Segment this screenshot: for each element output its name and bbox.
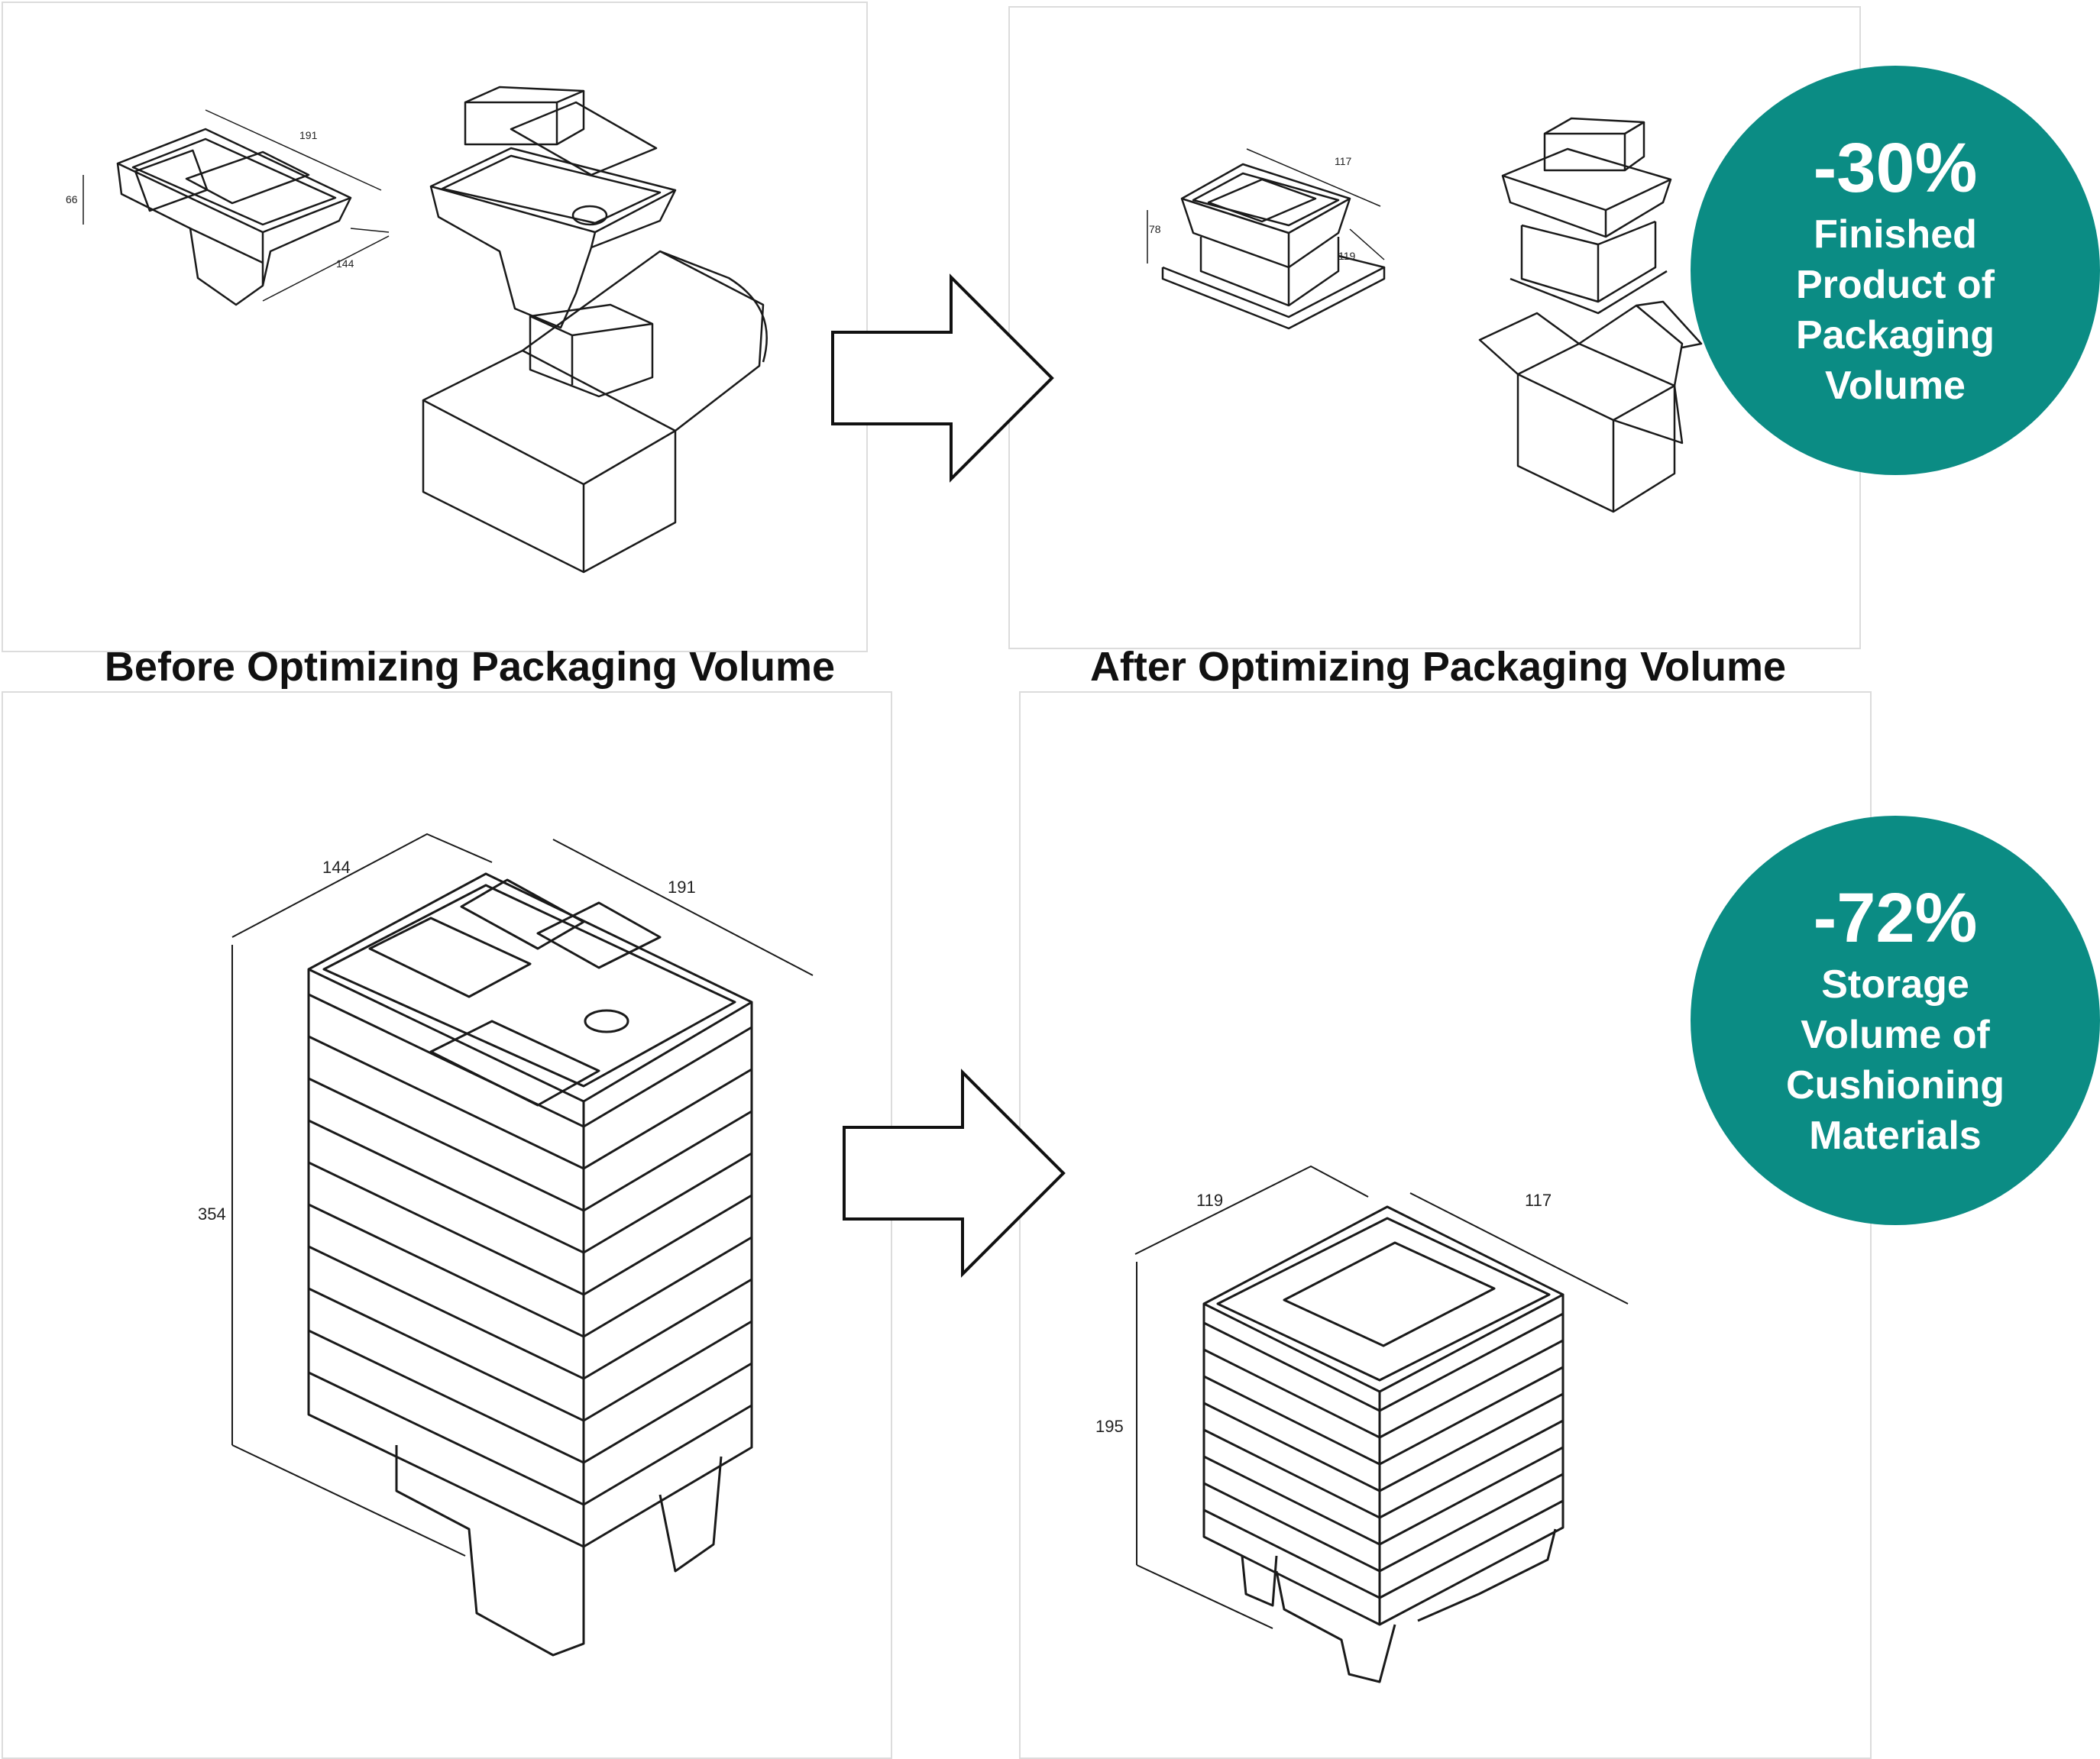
badge-label-line: Product of [1796,263,1995,307]
caption-before: Before Optimizing Packaging Volume [104,644,836,690]
badge-label-line: Packaging [1795,313,1995,357]
arrow-right-top [831,273,1054,483]
dim-after-top-height: 78 [1149,223,1161,235]
badge-label-line: Volume of [1801,1013,1990,1057]
panel-before-storage: 144 191 354 [2,691,892,1759]
before-packaging-illustration: 191 66 144 [66,86,768,574]
after-stacked-trays-illustration: 119 117 195 [1095,1166,1629,1683]
dim-before-stack-height: 354 [198,1204,226,1224]
badge-label-line: Materials [1809,1114,1982,1158]
badge-percent: -72% [1813,879,1978,957]
dim-before-top-width: 144 [336,257,354,270]
badge-storage-volume: -72% Storage Volume of Cushioning Materi… [1691,816,2100,1225]
dim-after-stack-width: 119 [1196,1191,1223,1210]
panel-after-storage: 119 117 195 [1019,691,1872,1759]
panel-before-finished: 191 66 144 [2,2,868,652]
dim-after-stack-length: 117 [1525,1191,1552,1210]
dim-before-stack-width: 144 [322,858,351,877]
after-packaging-illustration: 117 78 119 [1147,117,1703,513]
dim-after-top-length: 117 [1335,155,1352,167]
dim-before-top-length: 191 [299,129,318,141]
badge-finished-product-volume: -30% Finished Product of Packaging Volum… [1691,66,2100,475]
badge-label-line: Cushioning [1786,1063,2005,1107]
badge-label-line: Storage [1821,962,1969,1007]
caption-after: After Optimizing Packaging Volume [1089,644,1787,690]
badge-label-line: Volume [1825,364,1966,408]
badge-percent: -30% [1813,129,1978,207]
dim-before-stack-length: 191 [668,878,696,897]
dim-before-top-height: 66 [66,193,78,205]
arrow-right-bottom [843,1069,1066,1278]
dim-after-stack-height: 195 [1095,1417,1124,1436]
before-stacked-trays-illustration: 144 191 354 [198,833,814,1657]
dim-after-top-width: 119 [1338,250,1356,262]
badge-label-line: Finished [1814,212,1977,257]
